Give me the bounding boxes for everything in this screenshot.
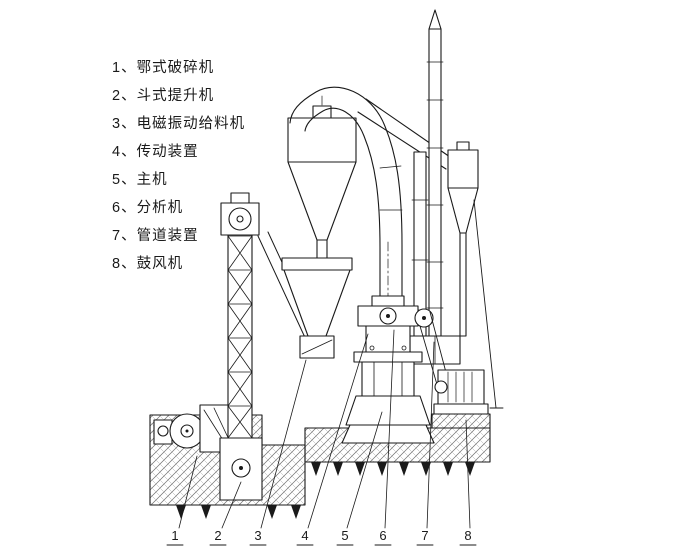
tall-pipe [409, 9, 461, 365]
part-number-3: 3 [254, 528, 261, 543]
part-number-6: 6 [379, 528, 386, 543]
bucket-elevator [219, 192, 319, 501]
leader-lines [178, 329, 471, 529]
anchor-spikes-left [176, 505, 301, 519]
legend-item-4: 4、传动装置 [112, 144, 199, 160]
transmission [414, 308, 449, 389]
legend-item-3: 3、电磁振动给料机 [112, 116, 246, 132]
main-mill [341, 241, 449, 449]
anchor-spikes-center [311, 462, 475, 476]
part-number-4: 4 [301, 528, 308, 543]
legend: 1、鄂式破碎机 2、斗式提升机 3、电磁振动给料机 4、传动装置 5、主机 6、… [112, 54, 245, 278]
part-number-5: 5 [341, 528, 348, 543]
part-number-8: 8 [464, 528, 471, 543]
analyzer [357, 295, 419, 327]
part-number-1: 1 [171, 528, 178, 543]
vibrating-feeder [299, 335, 335, 359]
legend-item-1: 1、鄂式破碎机 [112, 60, 215, 76]
legend-item-5: 5、主机 [112, 172, 168, 188]
small-cyclone [447, 141, 504, 409]
blower [433, 369, 489, 415]
cyclone-collector [281, 95, 357, 359]
legend-item-8: 8、鼓风机 [112, 256, 184, 272]
part-number-2: 2 [214, 528, 221, 543]
legend-item-7: 7、管道装置 [112, 228, 199, 244]
legend-item-2: 2、斗式提升机 [112, 88, 215, 104]
part-numbers: 1 2 3 4 5 6 7 8 [171, 528, 471, 543]
part-number-7: 7 [421, 528, 428, 543]
legend-item-6: 6、分析机 [112, 200, 184, 216]
